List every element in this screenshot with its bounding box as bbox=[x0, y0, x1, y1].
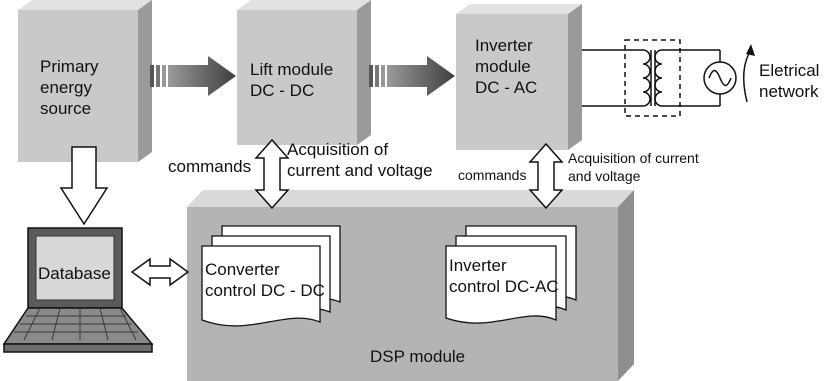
power-arrow-source-to-lift bbox=[150, 56, 236, 96]
converter-control-label: Converter control DC - DC bbox=[205, 260, 325, 300]
computer-icon bbox=[2, 227, 154, 353]
dsp-module-label: DSP module bbox=[370, 347, 466, 366]
acquisition-label-inverter: Acquisition of current and voltage bbox=[568, 150, 699, 184]
inverter-module-block bbox=[456, 4, 582, 150]
primary-source-block bbox=[18, 0, 152, 162]
acquisition-label-lift: Acquisition of current and voltage bbox=[287, 140, 433, 180]
ac-source-icon bbox=[703, 61, 737, 95]
lift-module-block bbox=[237, 0, 371, 145]
power-arrow-lift-to-inverter bbox=[369, 56, 455, 96]
double-arrow-lift-dsp bbox=[254, 138, 290, 210]
primary-source-label: Primary energy source bbox=[40, 57, 99, 118]
inverter-module-label: Inverter module DC - AC bbox=[475, 36, 538, 97]
converter-control-document bbox=[201, 225, 341, 327]
commands-label-lift: commands bbox=[168, 157, 252, 176]
database-label: Database bbox=[38, 264, 111, 283]
double-arrow-inverter-dsp bbox=[528, 142, 564, 210]
inverter-control-document bbox=[445, 225, 577, 324]
lift-module-label: Lift module DC - DC bbox=[250, 60, 334, 100]
inverter-control-label: Inverter control DC-AC bbox=[449, 256, 559, 296]
electrical-network-label: Eletrical network bbox=[759, 61, 820, 101]
double-arrow-database-dsp bbox=[130, 257, 190, 287]
data-arrow-source-to-database bbox=[59, 146, 109, 226]
grid-flow-arrow bbox=[742, 44, 755, 103]
commands-label-inverter: commands bbox=[458, 167, 527, 183]
transformer-symbol bbox=[582, 39, 721, 117]
